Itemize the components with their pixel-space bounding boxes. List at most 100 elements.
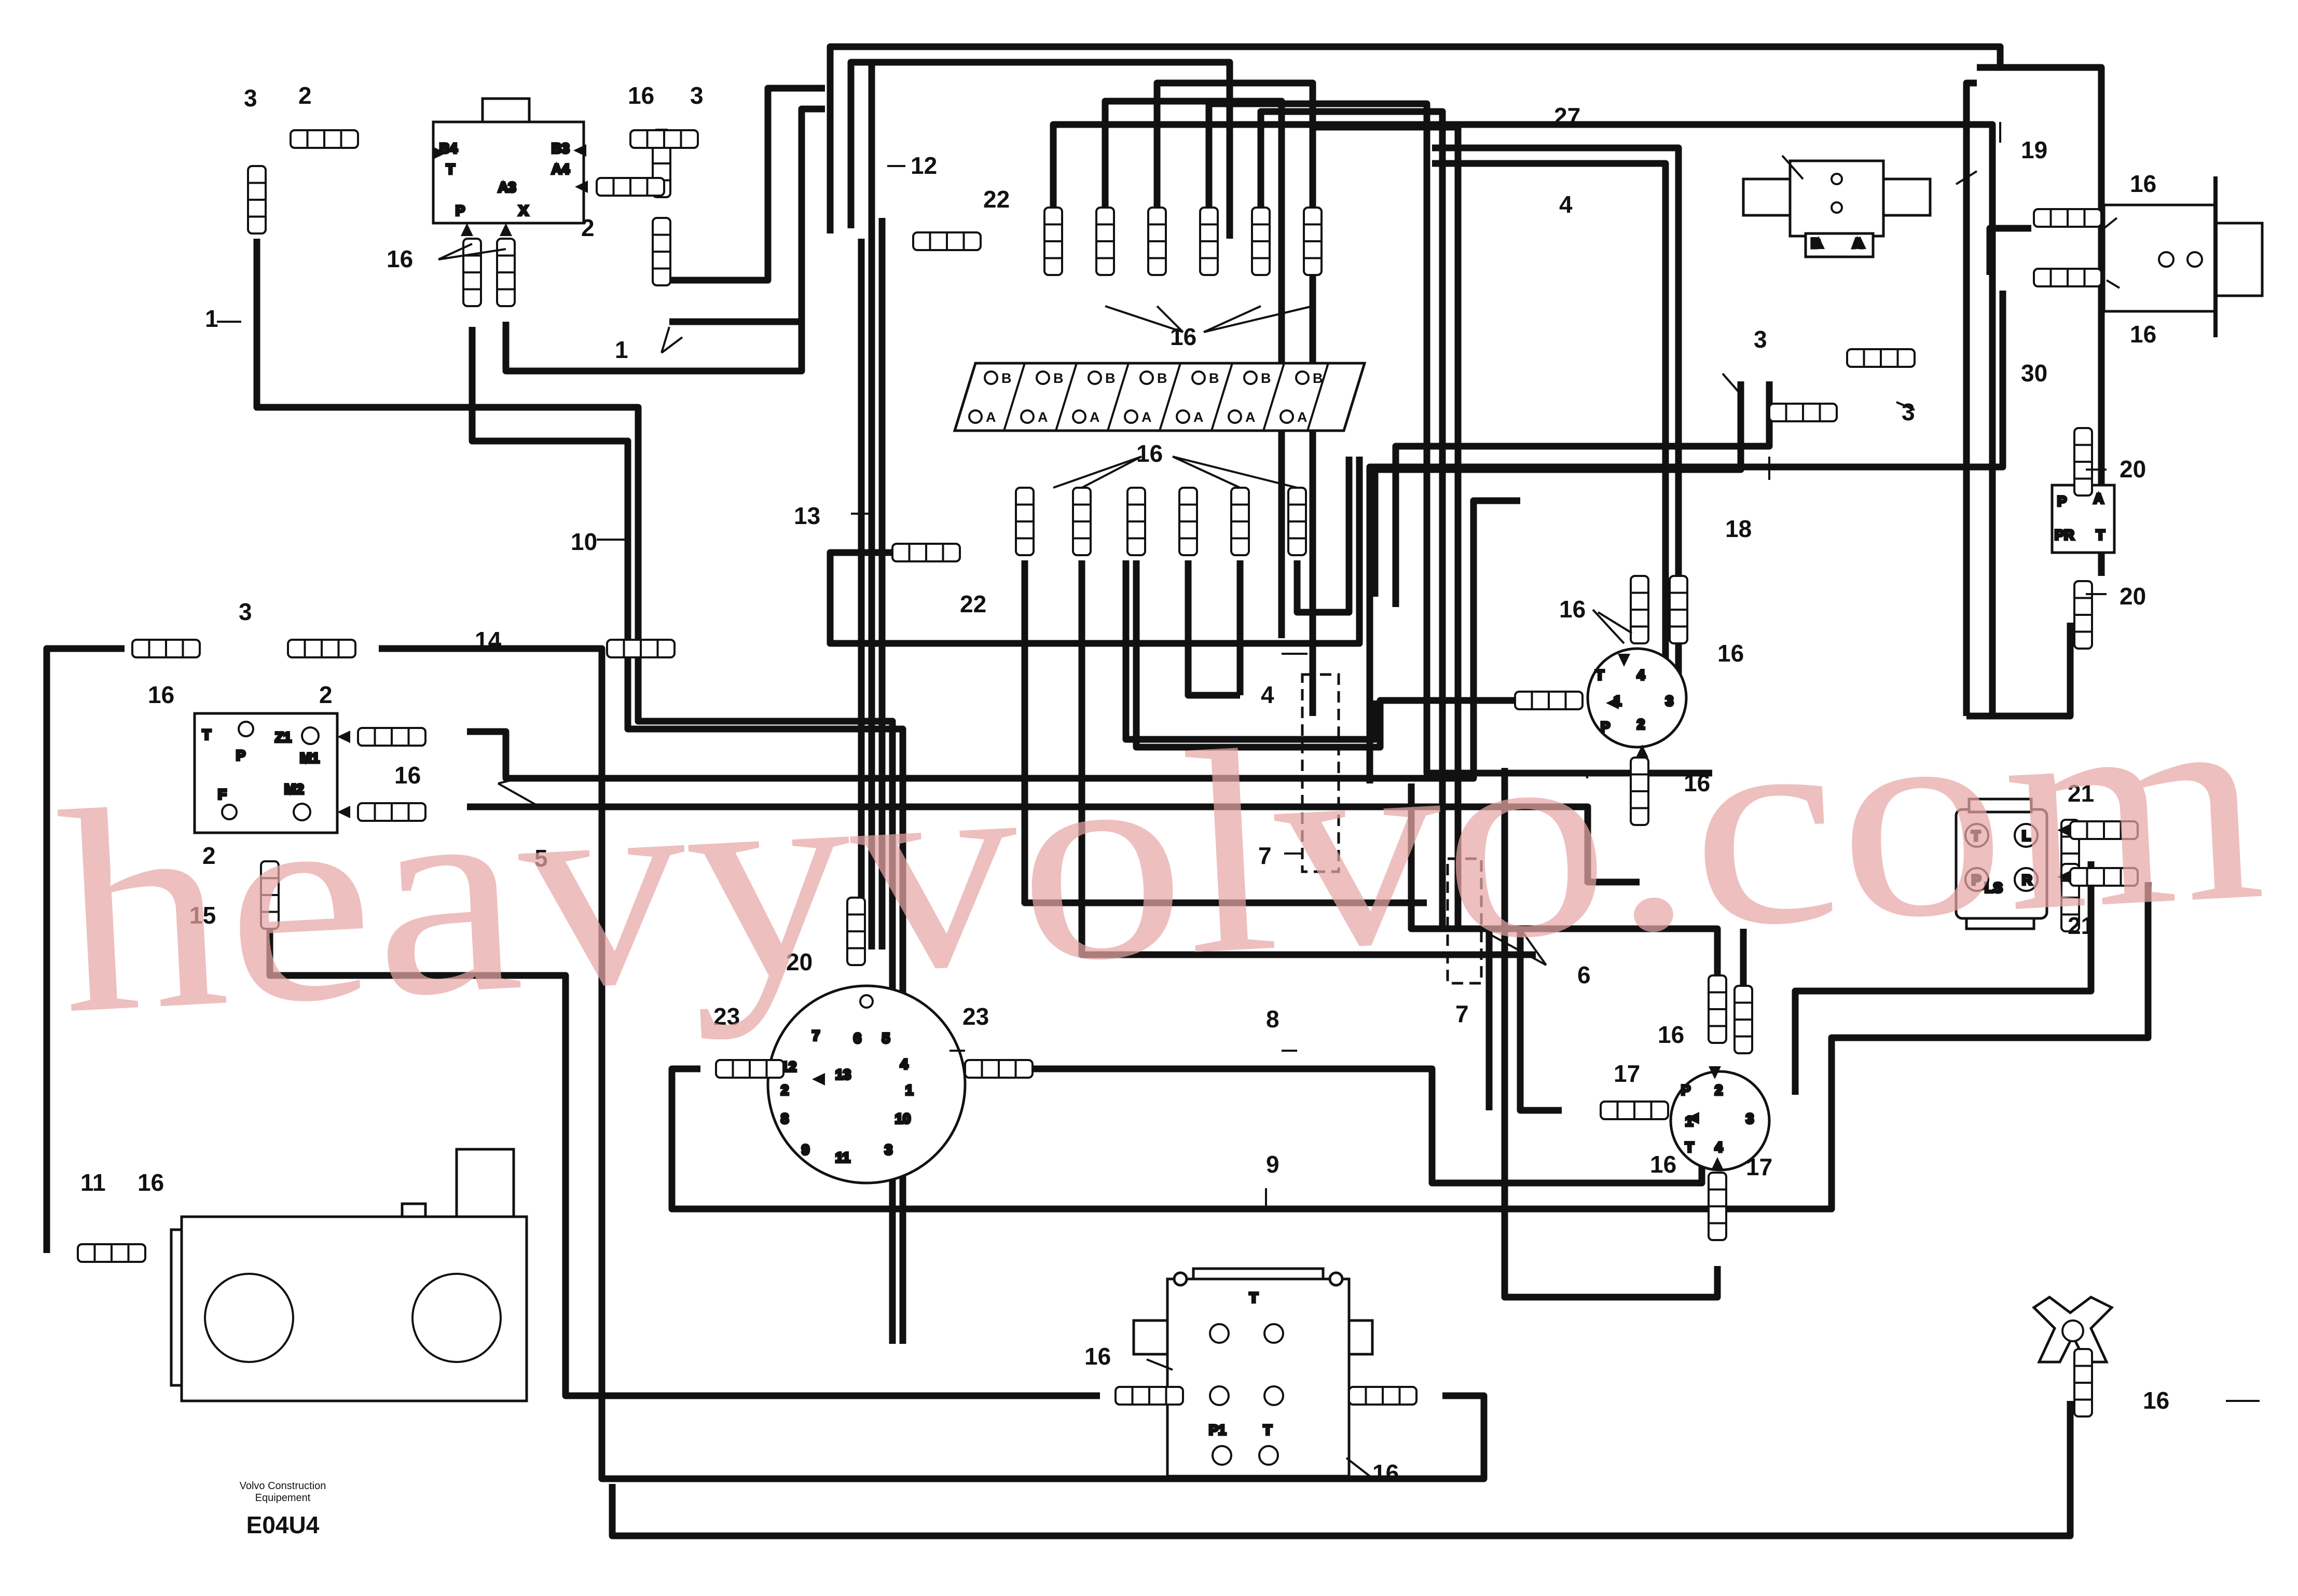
hose-18 <box>1392 381 1773 607</box>
valve-port-b-label: B <box>1053 370 1064 386</box>
callout-1: 1 <box>615 336 628 363</box>
hose-fitting <box>629 129 699 149</box>
port-pr-prv: PR <box>2055 527 2074 543</box>
pilot-block-left: T P Z1 M1 F M2 <box>193 712 339 834</box>
maker-line-1: Volvo Construction <box>240 1480 326 1492</box>
port-7: 7 <box>812 1028 820 1043</box>
hose-14 <box>43 645 125 1253</box>
port-13: 13 <box>835 1067 851 1082</box>
callout-9: 9 <box>1266 1151 1279 1178</box>
port-l-brake: L <box>2022 828 2031 844</box>
port-8: 8 <box>781 1111 789 1126</box>
hose-fitting <box>1630 756 1649 826</box>
valve-port-b-label: B <box>1313 370 1323 386</box>
hose-fitting <box>652 217 671 286</box>
hose-5-upper <box>467 497 1520 782</box>
callout-12: 12 <box>911 152 937 179</box>
maker-line-2: Equipement <box>255 1492 311 1504</box>
hose-fitting <box>1630 575 1649 644</box>
valve-port-a <box>968 409 983 424</box>
callout-11: 11 <box>80 1169 106 1196</box>
watermark-text: heavyvolvo.com <box>51 638 2271 1075</box>
callout-16: 16 <box>148 681 174 708</box>
hose-13-loop <box>827 457 1363 647</box>
hose-fitting <box>247 165 267 235</box>
hose-19 <box>1977 64 2105 576</box>
callout-3: 3 <box>244 85 257 112</box>
hose-16-bottom <box>609 1401 2074 1539</box>
hose-27 <box>1432 144 1682 685</box>
hose-fitting <box>1708 974 1727 1044</box>
hose-fitting <box>357 727 426 747</box>
port-t-aux-top: T <box>1249 1290 1258 1305</box>
hose-1 <box>253 239 896 1344</box>
callout-17: 17 <box>1746 1153 1772 1180</box>
callout-15: 15 <box>189 902 216 929</box>
valve-port-a <box>1176 409 1190 424</box>
hose-9b <box>1792 861 2095 1095</box>
port-t-lower: T <box>1685 1139 1694 1155</box>
port-t-upper: T <box>1595 667 1604 683</box>
callout-2: 2 <box>581 214 595 241</box>
hose-30b <box>1986 225 2031 275</box>
hose-16-b4 <box>1205 100 1712 777</box>
hose-fitting <box>462 238 482 307</box>
hose-16-a6 <box>1294 457 1353 616</box>
port-a4: A4 <box>552 161 570 177</box>
callout-2: 2 <box>319 681 333 708</box>
callout-16: 16 <box>628 82 654 109</box>
hose-fitting <box>1303 207 1323 276</box>
hose-fitting <box>1126 487 1146 556</box>
port-9: 9 <box>802 1142 809 1158</box>
hose-4 <box>1432 160 1669 685</box>
callout-5: 5 <box>534 845 548 872</box>
port-x: X <box>519 203 528 218</box>
hose-fitting <box>596 177 665 197</box>
port-m2: M2 <box>284 781 304 797</box>
rotary-coupling-7b <box>1446 857 1483 985</box>
callout-7: 7 <box>1258 842 1272 869</box>
hose-fitting <box>1600 1100 1669 1120</box>
hose-fitting <box>1114 1386 1184 1406</box>
port-p1-aux: P1 <box>1209 1422 1226 1438</box>
travel-motor-swivel-upper: T 4 1 3 2 P <box>1586 647 1688 749</box>
callout-22: 22 <box>983 186 1010 213</box>
hose-fitting <box>1147 207 1167 276</box>
port-5: 5 <box>882 1030 890 1046</box>
callout-19: 19 <box>2021 136 2047 163</box>
callout-13: 13 <box>794 502 820 529</box>
callout-3: 3 <box>690 82 704 109</box>
callout-16: 16 <box>2130 170 2156 197</box>
hose-fitting <box>287 639 356 658</box>
callout-20: 20 <box>2120 456 2146 483</box>
callout-2: 2 <box>298 82 312 109</box>
callout-16: 16 <box>2143 1387 2169 1414</box>
callout-3: 3 <box>239 598 252 625</box>
hose-16-a1 <box>1021 560 1427 906</box>
hose-fitting <box>260 860 280 930</box>
port-p-prv: P <box>2057 493 2067 509</box>
callout-6: 6 <box>1577 961 1591 988</box>
hose-fitting <box>290 129 359 149</box>
port-r-brake: R <box>2022 872 2032 888</box>
port-a3: A3 <box>498 180 516 195</box>
valve-port-a-label: A <box>1038 409 1048 425</box>
callout-16: 16 <box>1084 1343 1111 1370</box>
callout-16: 16 <box>394 762 421 789</box>
hose-10 <box>469 327 906 1344</box>
port-t-prv: T <box>2096 527 2105 543</box>
callout-1: 1 <box>205 305 218 332</box>
callout-3: 3 <box>1754 326 1767 353</box>
callout-7: 7 <box>1455 1000 1469 1027</box>
callout-16: 16 <box>1684 769 1710 796</box>
port-f: F <box>218 787 227 802</box>
port-p-lower: P <box>1681 1082 1690 1098</box>
hose-fitting <box>1669 575 1688 644</box>
valve-port-a <box>1124 409 1138 424</box>
callout-16: 16 <box>137 1169 164 1196</box>
rotator-unit <box>2102 176 2264 337</box>
hose-fitting <box>606 639 676 658</box>
grapple-symbol <box>2032 1295 2114 1364</box>
hose-fitting <box>131 639 201 658</box>
